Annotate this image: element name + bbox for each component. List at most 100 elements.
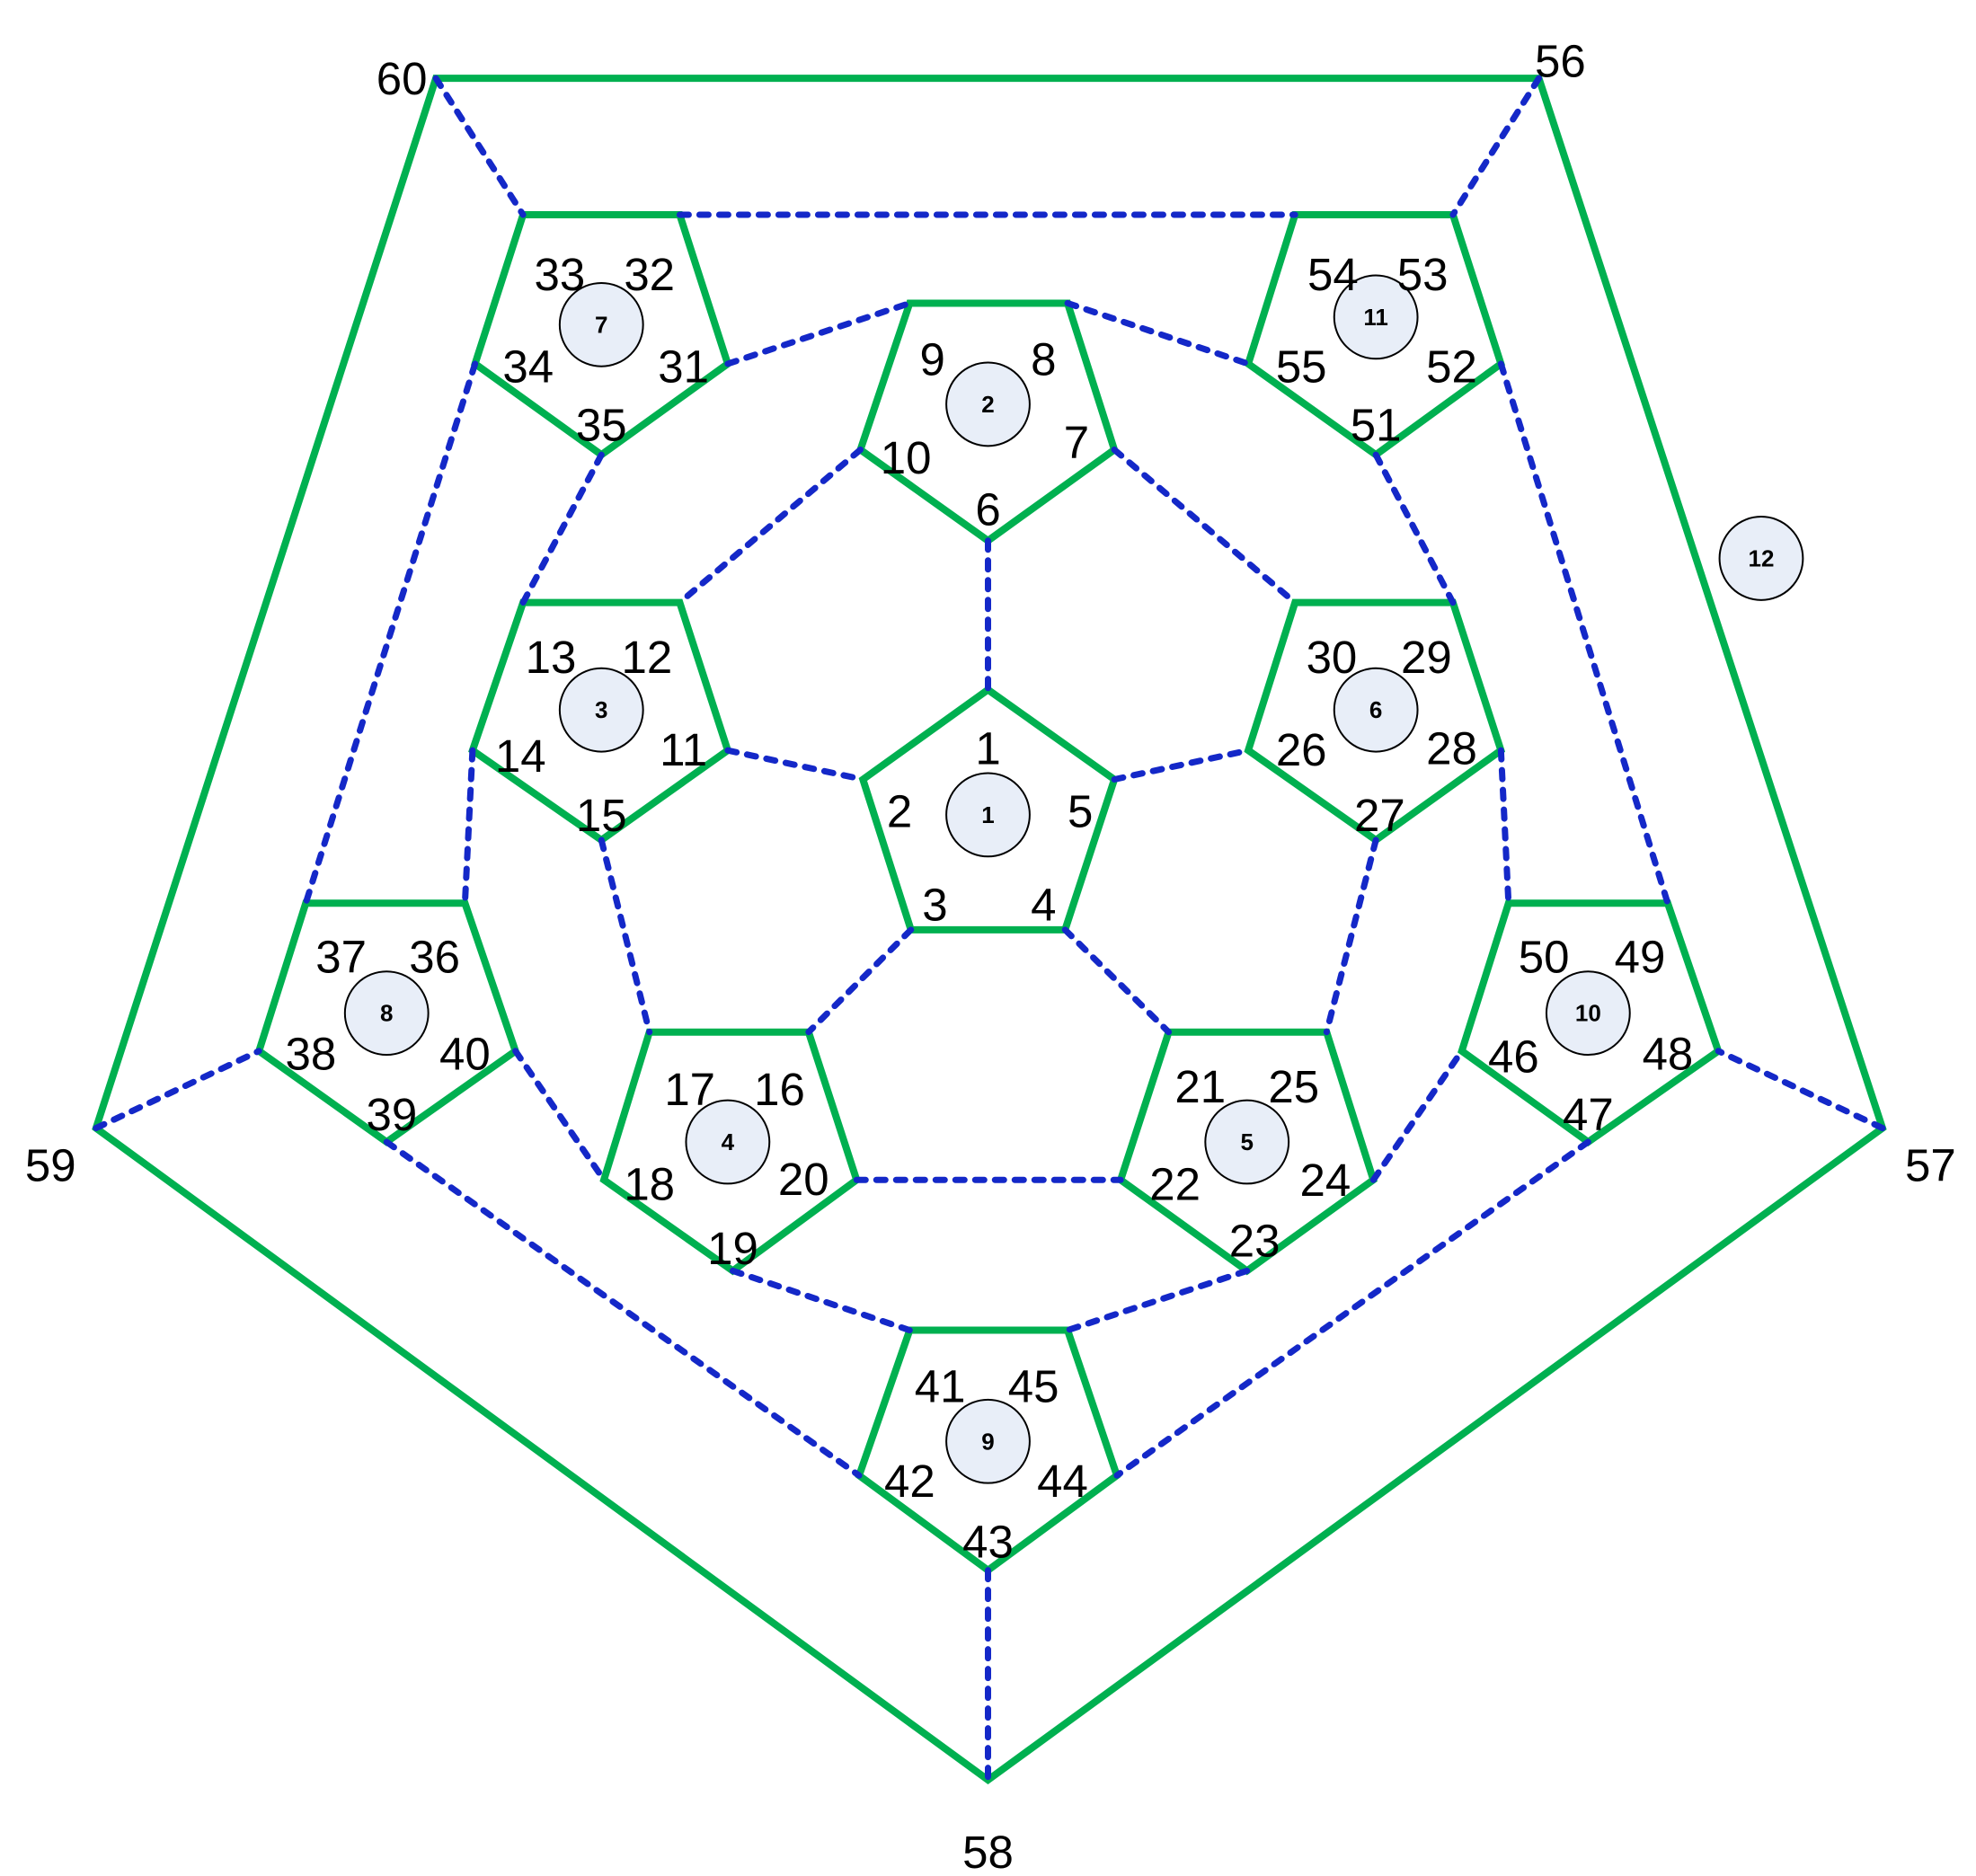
vertex-label: 22: [1149, 1158, 1201, 1209]
vertex-label: 56: [1535, 35, 1586, 86]
vertex-label: 8: [1031, 333, 1056, 385]
vertex-label: 36: [409, 931, 460, 982]
connector-edge: [1064, 1267, 1251, 1334]
vertex-label: 52: [1426, 341, 1477, 393]
face-marker-circle: [1333, 667, 1419, 753]
vertex-label: 19: [707, 1223, 758, 1274]
vertex-label: 37: [315, 931, 367, 982]
face-marker-circle: [558, 667, 644, 753]
face-marker-circle: [343, 970, 430, 1057]
vertex-label: 21: [1174, 1061, 1226, 1112]
vertex-label: 15: [576, 790, 627, 841]
vertex-label: 59: [25, 1139, 76, 1190]
connector-edge: [1113, 1138, 1591, 1479]
pentagon-p1: [858, 685, 1119, 934]
connector-edge: [93, 1048, 262, 1132]
connector-edge: [432, 75, 527, 218]
vertex-label: 9: [919, 333, 944, 385]
edge-layer: [92, 75, 1887, 1785]
vertex-label: 48: [1643, 1029, 1694, 1080]
face-marker-label: 11: [1363, 304, 1388, 331]
connector-edge: [1064, 299, 1252, 367]
vertex-label: 34: [502, 341, 554, 393]
vertex-label: 17: [664, 1064, 715, 1115]
connector-edge: [598, 836, 653, 1036]
vertex-label: 16: [754, 1064, 805, 1115]
vertex-label: 41: [915, 1360, 966, 1411]
connector-edge: [1372, 451, 1457, 606]
connector-edge: [1497, 747, 1512, 907]
vertex-label: 18: [624, 1158, 675, 1209]
face-marker-circle: [685, 1099, 771, 1185]
face-marker-circle: [945, 1398, 1031, 1484]
vertex-label: 10: [881, 432, 932, 483]
face-marker-label: 2: [981, 391, 994, 418]
vertex-label: 30: [1307, 632, 1358, 683]
vertex-label: 47: [1563, 1089, 1614, 1140]
vertex-label: 3: [922, 880, 947, 931]
face-marker-label: 12: [1749, 544, 1775, 571]
pentagon-outer: [92, 75, 1887, 1785]
connector-edge: [1111, 447, 1298, 606]
connector-edge: [383, 1138, 863, 1479]
vertex-label: 46: [1488, 1031, 1539, 1082]
vertex-label: 39: [366, 1089, 417, 1140]
vertex-label: 11: [660, 724, 707, 775]
vertex-label: 50: [1519, 931, 1570, 982]
vertex-label: 5: [1068, 786, 1093, 837]
face-marker-circle: [1545, 970, 1631, 1057]
pentagon-p3: [468, 598, 732, 845]
connector-edge: [1323, 836, 1379, 1036]
face-marker-circle: [945, 361, 1031, 447]
vertex-label: 60: [377, 53, 428, 104]
pentagon-p7: [470, 211, 732, 460]
vertex-label: 28: [1426, 722, 1477, 774]
connector-edge: [1497, 360, 1671, 907]
face-marker-circle: [1333, 274, 1419, 360]
face-marker-circle: [945, 772, 1031, 858]
vertex-label: 23: [1229, 1216, 1280, 1267]
connector-edge: [676, 447, 864, 606]
pentagon-p9: [855, 1326, 1121, 1575]
connector-edge: [512, 1048, 607, 1183]
vertex-label: 1: [975, 722, 1000, 774]
connector-edge: [1111, 747, 1252, 783]
vertex-label: 6: [975, 484, 1000, 535]
vertex-label: 35: [576, 399, 627, 450]
vertex-label: 51: [1351, 399, 1402, 450]
vertex-label: 25: [1268, 1061, 1319, 1112]
vertex-label: 53: [1397, 249, 1449, 300]
face-marker-label: 9: [981, 1428, 994, 1455]
face-marker-label: 5: [1240, 1128, 1253, 1155]
connector-edge: [724, 747, 866, 783]
face-marker-label: 10: [1575, 1000, 1601, 1027]
vertex-label: 58: [962, 1827, 1014, 1876]
connector-edge: [729, 1267, 913, 1334]
vertex-label: 31: [658, 341, 709, 393]
vertex-label: 26: [1276, 724, 1327, 775]
face-marker-label: 3: [595, 696, 607, 723]
face-marker-circle: [1204, 1099, 1290, 1185]
vertex-label: 49: [1615, 931, 1666, 982]
vertex-label: 45: [1008, 1360, 1059, 1411]
connector-edge: [519, 451, 605, 606]
vertex-label: 40: [439, 1029, 491, 1080]
vertex-label: 38: [286, 1029, 337, 1080]
vertex-label: 7: [1064, 417, 1089, 468]
vertex-label: 2: [887, 786, 912, 837]
pentagon-p11: [1244, 211, 1506, 460]
face-marker-label: 7: [595, 311, 607, 338]
vertex-label: 44: [1037, 1456, 1088, 1507]
vertex-label: 57: [1905, 1139, 1956, 1190]
vertex-label: 33: [534, 249, 585, 300]
vertex-label: 42: [884, 1456, 935, 1507]
face-marker-circle: [558, 281, 644, 367]
connector-edge: [1061, 926, 1173, 1036]
face-marker-circle: [1718, 516, 1804, 601]
connector-edge: [805, 926, 915, 1036]
face-marker-label: 4: [722, 1128, 735, 1155]
vertex-label: 32: [624, 249, 675, 300]
